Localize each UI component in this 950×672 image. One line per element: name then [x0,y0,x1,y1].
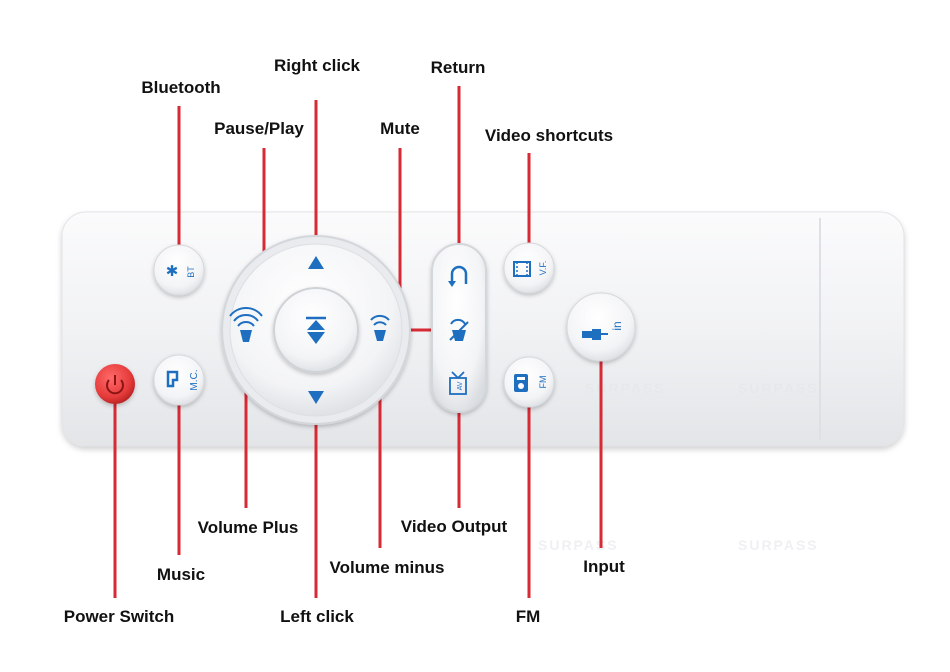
bluetooth-icon: ✱ [166,263,179,280]
up-arrow-icon [308,256,324,269]
volume-minus-button[interactable] [370,314,390,341]
video-shortcuts-button[interactable]: V.F. [503,242,555,294]
dpad [221,235,411,425]
pause-play-icon [306,316,326,344]
label-pause-play: Pause/Play [214,119,304,138]
label-music: Music [156,565,206,584]
label-left-click: Left click [280,607,354,626]
watermark-remote-1: SURPASS [585,380,666,396]
fm-text: FM [538,376,548,389]
label-video-shortcuts: Video shortcuts [484,126,614,145]
dpad-up-button[interactable] [308,256,324,269]
down-arrow-icon [308,391,324,404]
av-text: AV [457,381,464,390]
label-fm: FM [515,607,541,626]
watermark-page-1: SURPASS [538,537,619,553]
return-button[interactable] [448,265,468,287]
volume-plus-button[interactable] [229,307,263,342]
label-mute: Mute [380,119,420,138]
label-volume-plus: Volume Plus [197,518,299,537]
power-icon [106,375,124,395]
return-icon [450,265,468,284]
fm-button[interactable]: FM [503,356,555,408]
label-bluetooth: Bluetooth [141,78,221,97]
music-icon [166,370,179,388]
video-output-button[interactable]: AV [449,371,467,395]
volume-plus-icon [229,307,263,327]
in-text: in [610,321,624,330]
label-video-output: Video Output [400,517,508,536]
plug-icon [582,329,608,340]
mute-icon [449,318,469,341]
label-return: Return [430,58,486,77]
pause-play-button[interactable] [273,287,359,373]
vf-text: V.F. [538,261,548,276]
music-button[interactable]: M.C. [153,354,205,406]
watermark-page-2: SURPASS [738,537,819,553]
radio-icon [514,374,528,392]
av-icon: AV [449,371,467,395]
dpad-down-button[interactable] [308,391,324,404]
side-pill: AV [431,243,487,413]
input-button[interactable]: in [566,292,636,362]
label-volume-minus: Volume minus [329,558,445,577]
watermark-remote-2: SURPASS [738,380,819,396]
mute-button[interactable] [449,318,469,341]
bt-text: BT [186,266,196,278]
power-button[interactable] [95,364,135,404]
label-right-click: Right click [274,56,360,75]
label-power-switch: Power Switch [63,607,175,626]
volume-minus-icon [370,314,390,326]
bluetooth-button[interactable]: ✱ BT [153,244,205,296]
mc-text: M.C. [189,369,200,390]
label-input: Input [583,557,625,576]
film-icon [513,261,531,277]
